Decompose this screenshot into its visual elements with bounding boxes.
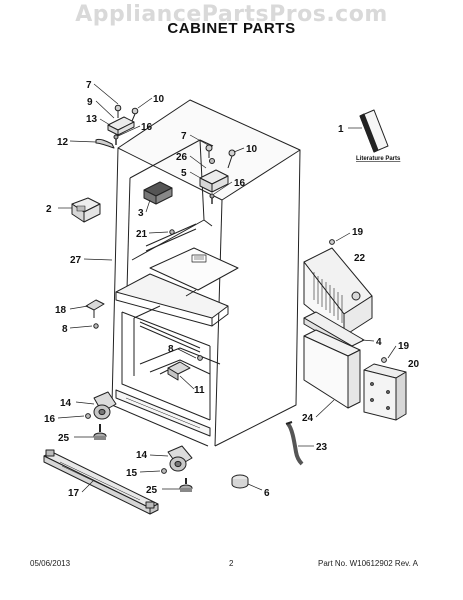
- base-grille: [43, 449, 159, 515]
- callout-22: 22: [354, 253, 366, 264]
- callout-25: 25: [58, 433, 70, 444]
- page-title: CABINET PARTS: [167, 20, 296, 37]
- callout-9: 9: [87, 97, 93, 108]
- callout-8: 8: [62, 324, 68, 335]
- callout-13: 13: [86, 114, 98, 125]
- footer-page-number: 2: [229, 559, 234, 568]
- callout-21: 21: [136, 229, 148, 240]
- hinge-cover-bracket: [95, 138, 115, 149]
- callout-23: 23: [316, 442, 328, 453]
- watermark: AppliancePartsPros.com: [75, 2, 388, 27]
- center-drawer-bracket: [159, 355, 203, 381]
- callout-17: 17: [68, 488, 80, 499]
- callout-16: 16: [141, 122, 153, 133]
- right-leveling-leg: [179, 478, 193, 492]
- callout-14: 14: [60, 398, 72, 409]
- callout-6: 6: [264, 488, 270, 499]
- callout-7: 7: [181, 131, 187, 142]
- screw-19a: [329, 239, 335, 245]
- callout-11: 11: [194, 385, 205, 396]
- callout-5: 5: [181, 168, 187, 179]
- callout-26: 26: [176, 152, 188, 163]
- cabinet-shell: [111, 99, 301, 447]
- left-roller-bracket: [85, 391, 117, 420]
- callout-27: 27: [70, 255, 82, 266]
- callout-1: 1: [338, 124, 344, 135]
- drain-tube: [285, 421, 304, 466]
- upper-left-hinge: [107, 104, 139, 145]
- center-hinge: [199, 144, 236, 204]
- callout-16: 16: [234, 178, 246, 189]
- callout-3: 3: [138, 208, 144, 219]
- callout-15: 15: [126, 468, 138, 479]
- callout-18: 18: [55, 305, 67, 316]
- footer-date: 05/06/2013: [30, 559, 71, 568]
- callout-14: 14: [136, 450, 148, 461]
- air-damper: [143, 181, 173, 205]
- right-roller-bracket: [161, 445, 193, 474]
- callout-12: 12: [57, 137, 69, 148]
- leveling-cap: [231, 474, 249, 489]
- screw-21: [169, 229, 175, 235]
- control-housing: [71, 197, 101, 223]
- callout-4: 4: [376, 337, 382, 348]
- callout-10: 10: [246, 144, 258, 155]
- callout-10: 10: [153, 94, 165, 105]
- front-kick-panel: [303, 329, 361, 409]
- callout-25: 25: [146, 485, 158, 496]
- screw-19b: [381, 357, 387, 363]
- callout-19: 19: [352, 227, 364, 238]
- rear-access-panel: [303, 247, 373, 337]
- callout-24: 24: [302, 413, 314, 424]
- callout-2: 2: [46, 204, 52, 215]
- left-drawer-bracket: [85, 299, 105, 329]
- left-leveling-leg: [93, 424, 107, 440]
- footer-part-number: Part No. W10612902 Rev. A: [318, 559, 418, 568]
- side-bracket: [363, 363, 407, 421]
- literature-booklet: [359, 109, 389, 153]
- literature-parts-label: Literature Parts: [356, 156, 401, 162]
- callout-8: 8: [168, 344, 174, 355]
- callout-16: 16: [44, 414, 56, 425]
- callout-7: 7: [86, 80, 92, 91]
- callout-19: 19: [398, 341, 410, 352]
- callout-20: 20: [408, 359, 420, 370]
